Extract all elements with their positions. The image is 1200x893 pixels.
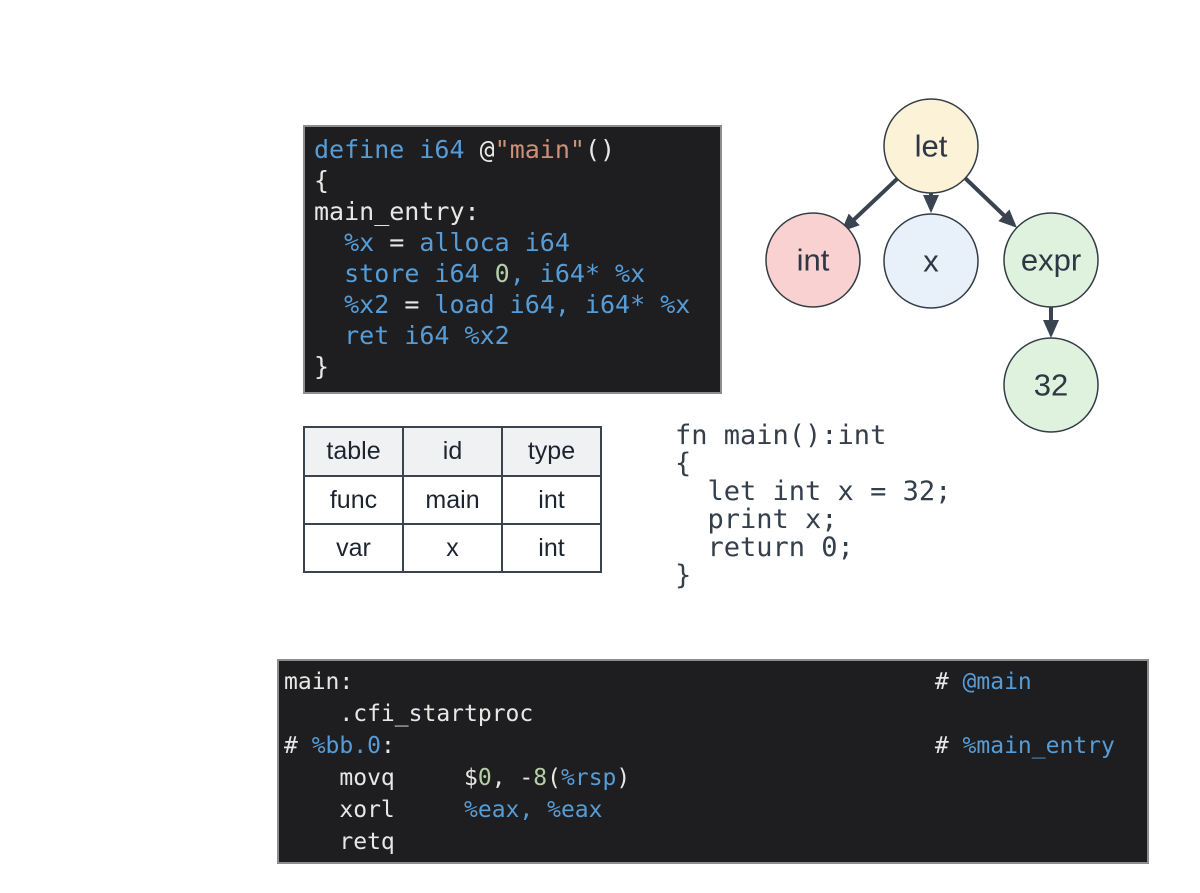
- ast-node-label: expr: [1021, 243, 1081, 278]
- symbol-table-cell: func: [303, 475, 404, 525]
- ast-tree-diagram: let int x expr 32: [765, 98, 1099, 433]
- ast-node-label: int: [797, 243, 830, 278]
- symbol-table-cell: var: [303, 523, 404, 573]
- symbol-table-cell: main: [402, 475, 503, 525]
- ast-node-x: x: [883, 213, 979, 309]
- ast-node-expr: expr: [1003, 212, 1099, 308]
- assembly-code-block: main: # @main .cfi_startproc# %bb.0: # %…: [277, 659, 1149, 864]
- edge-let-int: [841, 177, 899, 232]
- symbol-table-header-cell: id: [402, 426, 503, 477]
- symbol-table-header-cell: type: [501, 426, 602, 477]
- table-row: func main int: [303, 475, 602, 525]
- ast-node-32: 32: [1003, 337, 1099, 433]
- table-row: var x int: [303, 523, 602, 573]
- symbol-table-cell: int: [501, 475, 602, 525]
- llvm-ir-code-block: define i64 @"main"(){main_entry: %x = al…: [303, 125, 722, 394]
- symbol-table-cell: int: [501, 523, 602, 573]
- symbol-table-header-row: table id type: [303, 426, 602, 477]
- ast-node-let: let: [883, 98, 979, 194]
- symbol-table-header-cell: table: [303, 426, 404, 477]
- edge-let-expr: [963, 176, 1017, 228]
- symbol-table: table id type func main int var x int: [303, 426, 602, 573]
- ast-node-int: int: [765, 212, 861, 308]
- ast-node-label: 32: [1034, 368, 1068, 403]
- ast-node-label: x: [923, 244, 939, 279]
- symbol-table-cell: x: [402, 523, 503, 573]
- source-code-block: fn main():int{ let int x = 32; print x; …: [675, 420, 952, 591]
- ast-node-label: let: [915, 129, 948, 164]
